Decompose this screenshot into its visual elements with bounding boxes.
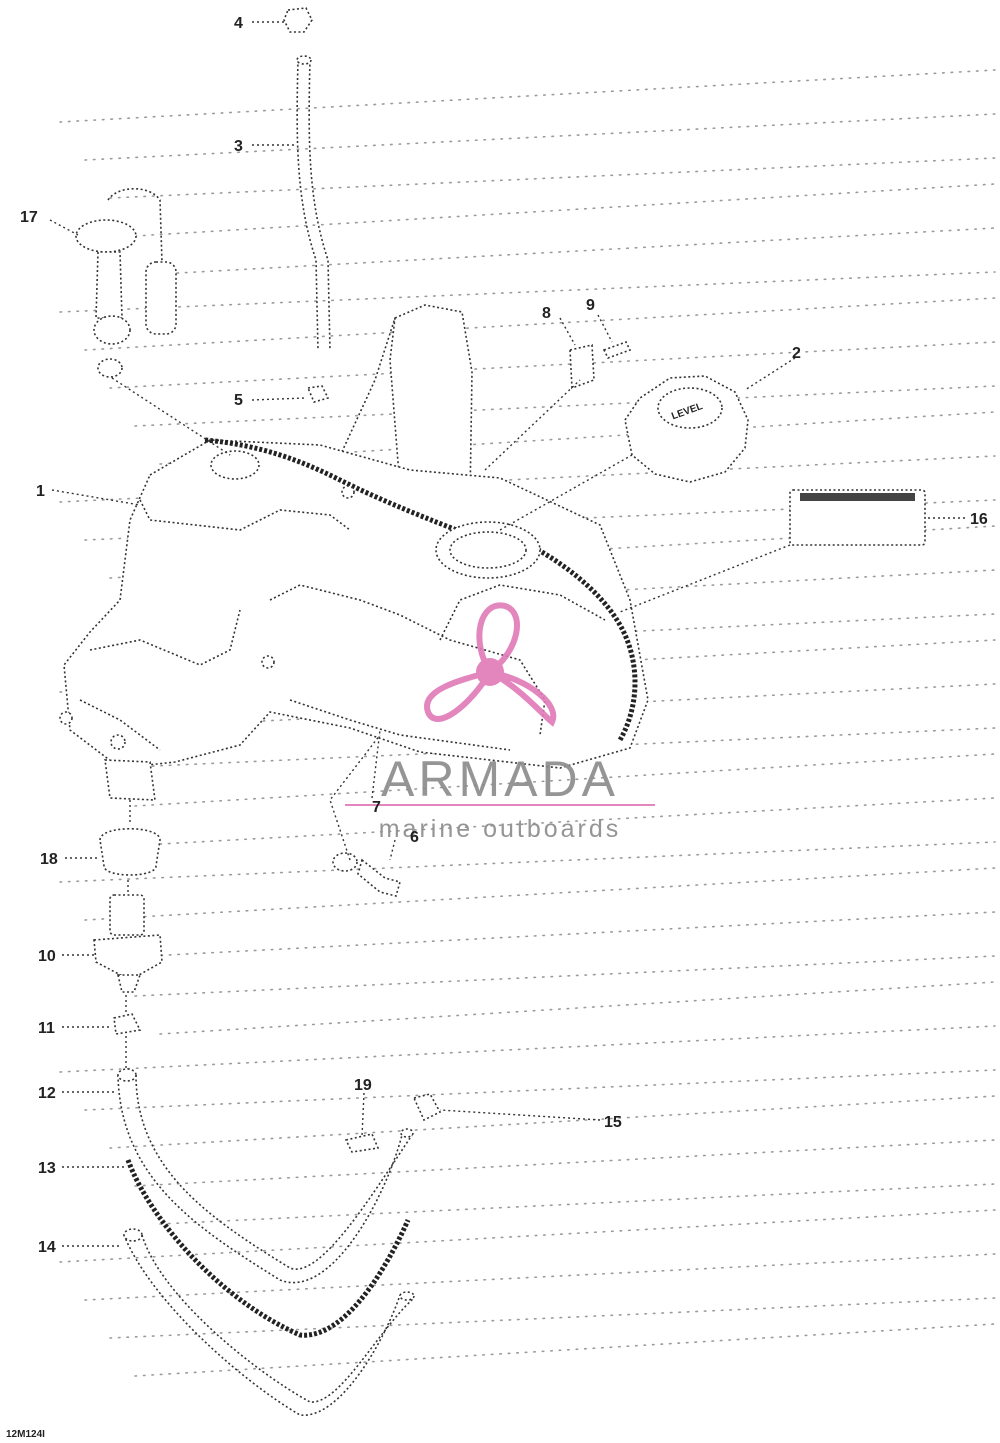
part-hose-12 [117, 1068, 414, 1284]
part-decal [789, 489, 926, 546]
part-fuel-level-sender [75, 188, 177, 378]
callout-12: 12 [38, 1085, 56, 1102]
callout-16: 16 [970, 511, 988, 528]
callout-4: 4 [234, 15, 243, 32]
watermark-tagline: marine outboards [379, 815, 622, 843]
leader-lines [49, 21, 965, 1247]
part-clip [569, 344, 595, 390]
shading-dot-line [59, 1025, 996, 1073]
part-bolt [357, 858, 401, 897]
callout-18: 18 [40, 851, 58, 868]
callout-15: 15 [604, 1114, 622, 1131]
shading-dot-line [59, 841, 996, 883]
callout-8: 8 [542, 305, 551, 322]
callout-10: 10 [38, 948, 56, 965]
shading-dot-line [109, 341, 996, 389]
shading-dot-line [159, 411, 996, 465]
callout-3: 3 [234, 138, 243, 155]
propeller-blade [488, 669, 557, 727]
propeller-hub [476, 658, 504, 686]
part-fuel-cap: LEVEL [624, 375, 749, 483]
part-hose-13 [125, 1159, 411, 1338]
shading-dot-line [159, 797, 996, 845]
shading-dot-line [59, 1209, 996, 1263]
part-fuel-tank [59, 304, 649, 801]
callout-labels: 4 3 17 5 1 8 9 2 16 7 6 18 10 11 12 13 1… [20, 15, 988, 1256]
part-fitting [412, 1093, 442, 1122]
propeller-logo-icon [424, 602, 557, 727]
shading-dot-line [59, 271, 996, 313]
callout-14: 14 [38, 1239, 56, 1256]
callout-2: 2 [792, 345, 801, 362]
callout-19: 19 [354, 1077, 372, 1094]
part-screw [602, 341, 632, 359]
part-washer [332, 852, 358, 872]
propeller-blade [476, 602, 520, 675]
shading-dot-line [159, 981, 996, 1035]
part-vent-cap [283, 7, 313, 33]
callout-17: 17 [20, 209, 38, 226]
watermark-rule [345, 804, 655, 806]
callout-1: 1 [36, 483, 45, 500]
propeller-blade [424, 669, 493, 722]
shading-dot-line [134, 1139, 996, 1187]
shading-dot-line [109, 911, 996, 959]
shading-dot-line [59, 69, 996, 123]
shading-dot-line [159, 1183, 996, 1225]
shading-dot-line [84, 113, 996, 161]
part-hose-14 [123, 1228, 415, 1416]
part-elbow-fitting [306, 385, 330, 403]
figure-code: 12M124I [6, 1429, 45, 1440]
part-clamp [99, 827, 161, 876]
watermark: ARMADA marine outboards [345, 602, 655, 843]
part-hose-clip [344, 1133, 380, 1153]
part-fuel-valve [93, 894, 163, 993]
part-small-clamp [113, 1013, 142, 1035]
shading-dot-line [59, 455, 996, 503]
shading-dot-line [109, 157, 996, 199]
callout-5: 5 [234, 392, 243, 409]
part-vent-hose [296, 55, 331, 351]
watermark-brand: ARMADA [381, 751, 619, 807]
callout-6: 6 [410, 829, 419, 846]
shading-dot-line [109, 1095, 996, 1149]
callout-9: 9 [586, 297, 595, 314]
shading-dot-line [109, 1297, 996, 1339]
shading-dot-line [84, 1253, 996, 1301]
callout-11: 11 [38, 1020, 55, 1037]
callout-7: 7 [372, 799, 381, 816]
callout-13: 13 [38, 1160, 56, 1177]
shading-dot-line [159, 227, 996, 275]
